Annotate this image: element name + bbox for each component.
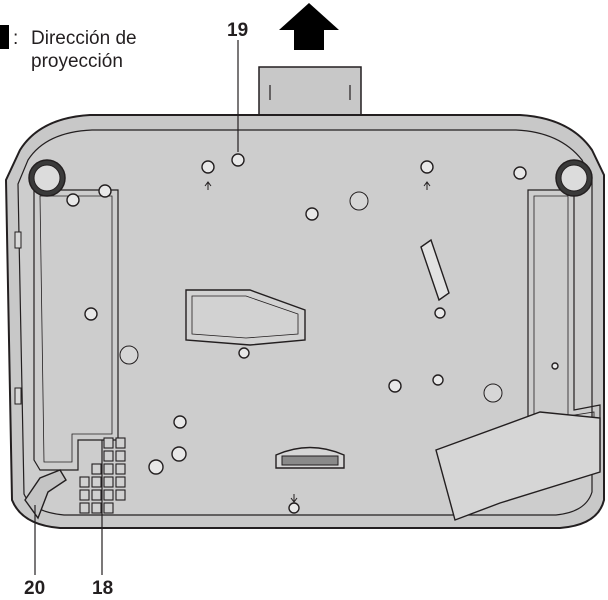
lamp-cover: [435, 411, 601, 521]
legend: : Dirección de proyección: [0, 25, 137, 72]
front-left-foot: [28, 159, 66, 197]
air-intake-vents: [79, 437, 126, 514]
callout-20: 20: [24, 578, 45, 599]
lens-barrel: [258, 66, 362, 116]
screw-arrow-marks: [204, 181, 431, 503]
legend-text-line1: Dirección de: [31, 28, 137, 49]
screw-holes: [66, 153, 559, 514]
legend-separator: :: [13, 28, 18, 49]
bottom-handle-slot: [275, 446, 345, 469]
front-right-foot: [555, 159, 593, 197]
legend-text-line2: proyección: [31, 51, 123, 72]
callout-18: 18: [92, 578, 113, 599]
callout-leaders: [34, 40, 239, 575]
callout-19: 19: [227, 20, 248, 41]
center-pad: [185, 289, 306, 346]
cable-slot: [420, 238, 450, 302]
legend-arrow-marker: [0, 25, 9, 49]
plain-holes: [119, 191, 503, 403]
projection-direction-arrow: [279, 3, 339, 50]
